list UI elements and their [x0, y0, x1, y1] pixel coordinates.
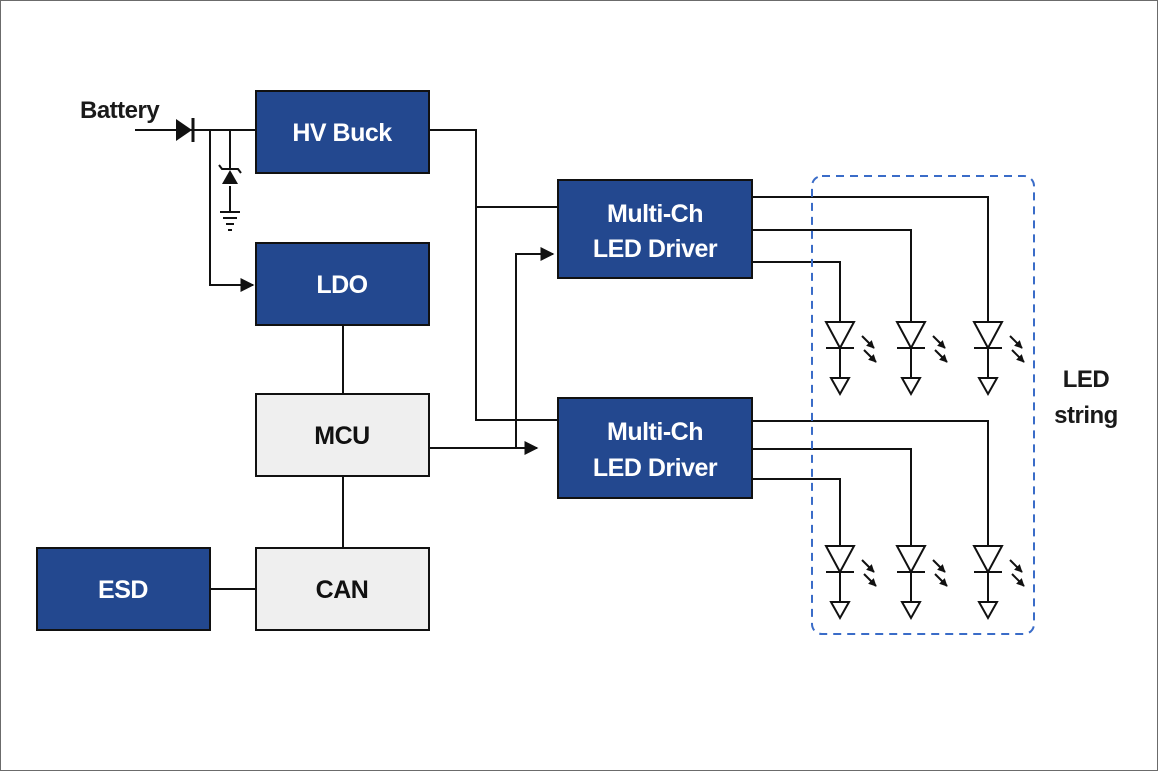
hvbuck-to-drivers-line [429, 129, 558, 421]
tvs-diode-icon [218, 164, 242, 184]
top-driver-out-2 [752, 229, 912, 322]
mcu-label: MCU [314, 422, 369, 450]
led-driver-top-block: Multi-Ch LED Driver [557, 179, 753, 279]
esd-block: ESD [36, 547, 211, 631]
led-icon [824, 321, 877, 397]
led-string-label-line2: string [1054, 402, 1118, 429]
ldo-block: LDO [255, 242, 430, 326]
can-block: CAN [255, 547, 430, 631]
connection-lines [135, 129, 989, 590]
led-driver-bottom-block: Multi-Ch LED Driver [557, 397, 753, 499]
top-driver-out-1 [752, 196, 989, 322]
led-icon [972, 545, 1025, 621]
bottom-driver-out-3 [752, 478, 841, 546]
bottom-driver-out-1 [752, 420, 989, 546]
battery-label: Battery [80, 97, 160, 124]
led-driver-bottom-label-line2: LED Driver [593, 454, 718, 482]
hv-buck-label: HV Buck [292, 119, 392, 147]
bottom-driver-out-2 [752, 448, 912, 546]
mcu-block: MCU [255, 393, 430, 477]
led-icon [895, 545, 948, 621]
can-label: CAN [316, 576, 369, 604]
battery-diode-icon [176, 118, 195, 142]
mcu-to-top-driver-line [515, 247, 555, 448]
top-driver-out-3 [752, 261, 841, 322]
led-string-boundary [811, 175, 1035, 635]
esd-label: ESD [98, 576, 148, 604]
led-icon [895, 321, 948, 397]
led-icon [972, 321, 1025, 397]
ground-icon [220, 211, 240, 231]
led-icon [824, 545, 877, 621]
hv-buck-block: HV Buck [255, 90, 430, 174]
led-driver-top-label-line2: LED Driver [593, 235, 718, 263]
ldo-label: LDO [316, 271, 367, 299]
battery-to-ldo-line [209, 130, 255, 292]
led-driver-bottom-label-line1: Multi-Ch [607, 418, 703, 446]
led-driver-top-label-line1: Multi-Ch [607, 200, 703, 228]
led-string-label-line1: LED [1063, 366, 1110, 393]
